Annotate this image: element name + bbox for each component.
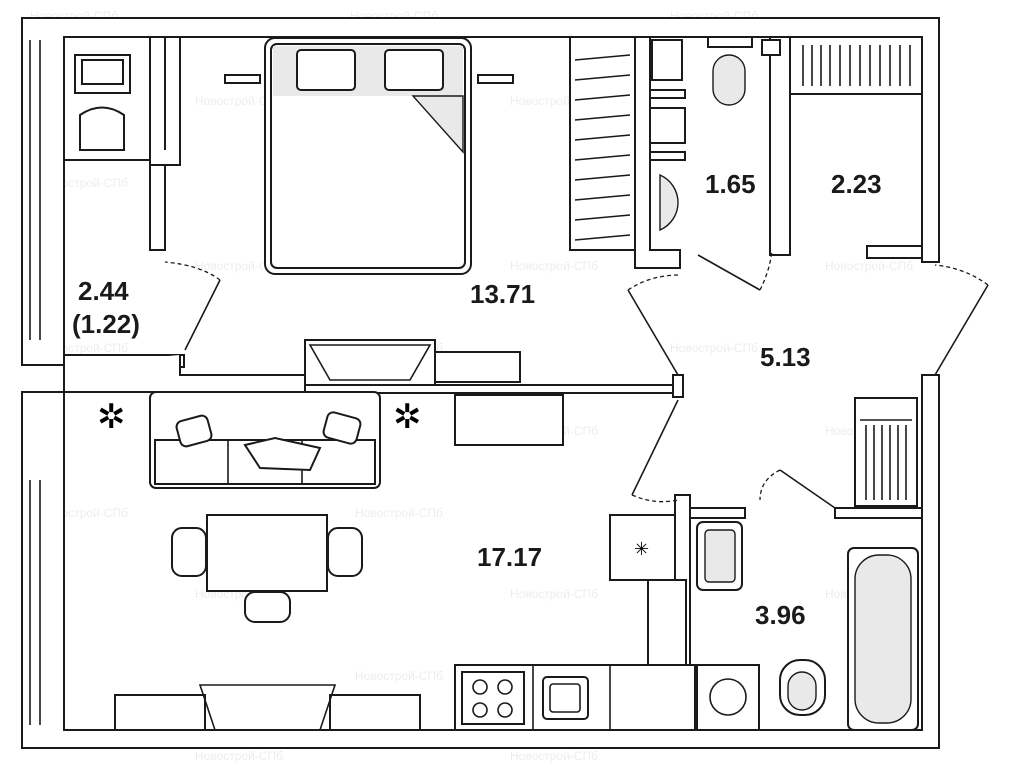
kitchen-sink-icon <box>542 676 589 720</box>
watermark: Новострой-СПб <box>195 94 283 108</box>
living-furniture: ✲ ✲ ✳ <box>97 391 696 731</box>
living-kitchen-area: 17.17 <box>477 542 542 572</box>
door-leaf <box>779 469 836 509</box>
shelf <box>651 39 683 81</box>
wardrobe <box>789 36 923 95</box>
fridge-icon: ✳ <box>634 539 649 559</box>
tv-console <box>198 684 337 731</box>
bath-wall-top <box>834 507 923 519</box>
wardrobe-wall <box>866 245 923 259</box>
doors <box>164 249 989 509</box>
door-jamb <box>672 374 684 398</box>
bedroom-area: 13.71 <box>470 279 535 309</box>
loggia-area: 2.44 <box>78 276 129 306</box>
chair <box>327 527 363 577</box>
dining-table <box>206 514 328 592</box>
blanket-fold <box>411 95 464 154</box>
hall-area: 5.13 <box>760 342 811 372</box>
door-leaf <box>184 279 221 351</box>
bedroom-furniture <box>74 37 521 386</box>
watermark: Новострой-СПб <box>195 259 283 273</box>
wc-area: 1.65 <box>705 169 756 199</box>
watermark: Новострой-СПб <box>195 749 283 763</box>
cushion <box>322 411 362 445</box>
door-leaf <box>697 254 761 291</box>
pillow <box>296 49 356 91</box>
bathroom-area: 3.96 <box>755 600 806 630</box>
pillow <box>384 49 444 91</box>
watermark: Новострой-СПб <box>670 341 758 355</box>
watermark: Новострой-СПб <box>825 259 913 273</box>
toilet-icon <box>712 54 746 106</box>
watermark: Новострой-СПб <box>355 506 443 520</box>
washing-machine-icon <box>709 678 747 716</box>
watermark: Новострой-СПб <box>510 259 598 273</box>
watermark: Новострой-СПб <box>510 749 598 763</box>
tv-unit <box>454 394 564 446</box>
wardrobe-area: 2.23 <box>831 169 882 199</box>
tv-stand <box>304 339 436 386</box>
toilet-tank <box>707 36 753 48</box>
loggia-area-reduced: (1.22) <box>72 309 140 339</box>
wc-wall-right <box>769 36 791 256</box>
chair <box>171 527 207 577</box>
nightstand <box>477 74 514 84</box>
plant-icon: ✲ <box>393 398 422 436</box>
plant-icon: ✲ <box>97 398 126 436</box>
area-labels: 2.44 (1.22) 13.71 1.65 2.23 5.13 17.17 3… <box>72 169 882 630</box>
cabinet <box>329 694 421 731</box>
stove-icon <box>461 671 525 725</box>
door-leaf <box>627 289 679 376</box>
blanket <box>243 436 322 472</box>
door-leaf <box>934 284 989 376</box>
sanitary <box>659 36 919 731</box>
wardrobe <box>569 36 636 251</box>
wc-wall-left <box>634 36 681 269</box>
chair <box>244 591 291 623</box>
nightstand <box>224 74 261 84</box>
wardrobes <box>569 36 923 507</box>
wardrobe <box>854 397 918 507</box>
shelf <box>647 579 687 666</box>
door-leaf <box>631 399 679 496</box>
washing-machine <box>696 664 760 731</box>
desk-chair <box>79 106 125 151</box>
watermark: Новострой-СПб <box>510 587 598 601</box>
cabinet <box>434 351 521 383</box>
cabinet <box>114 694 206 731</box>
cushion <box>175 414 213 448</box>
wc-sink-icon <box>659 173 679 232</box>
fridge <box>609 514 676 581</box>
watermark: Новострой-СПб <box>355 669 443 683</box>
